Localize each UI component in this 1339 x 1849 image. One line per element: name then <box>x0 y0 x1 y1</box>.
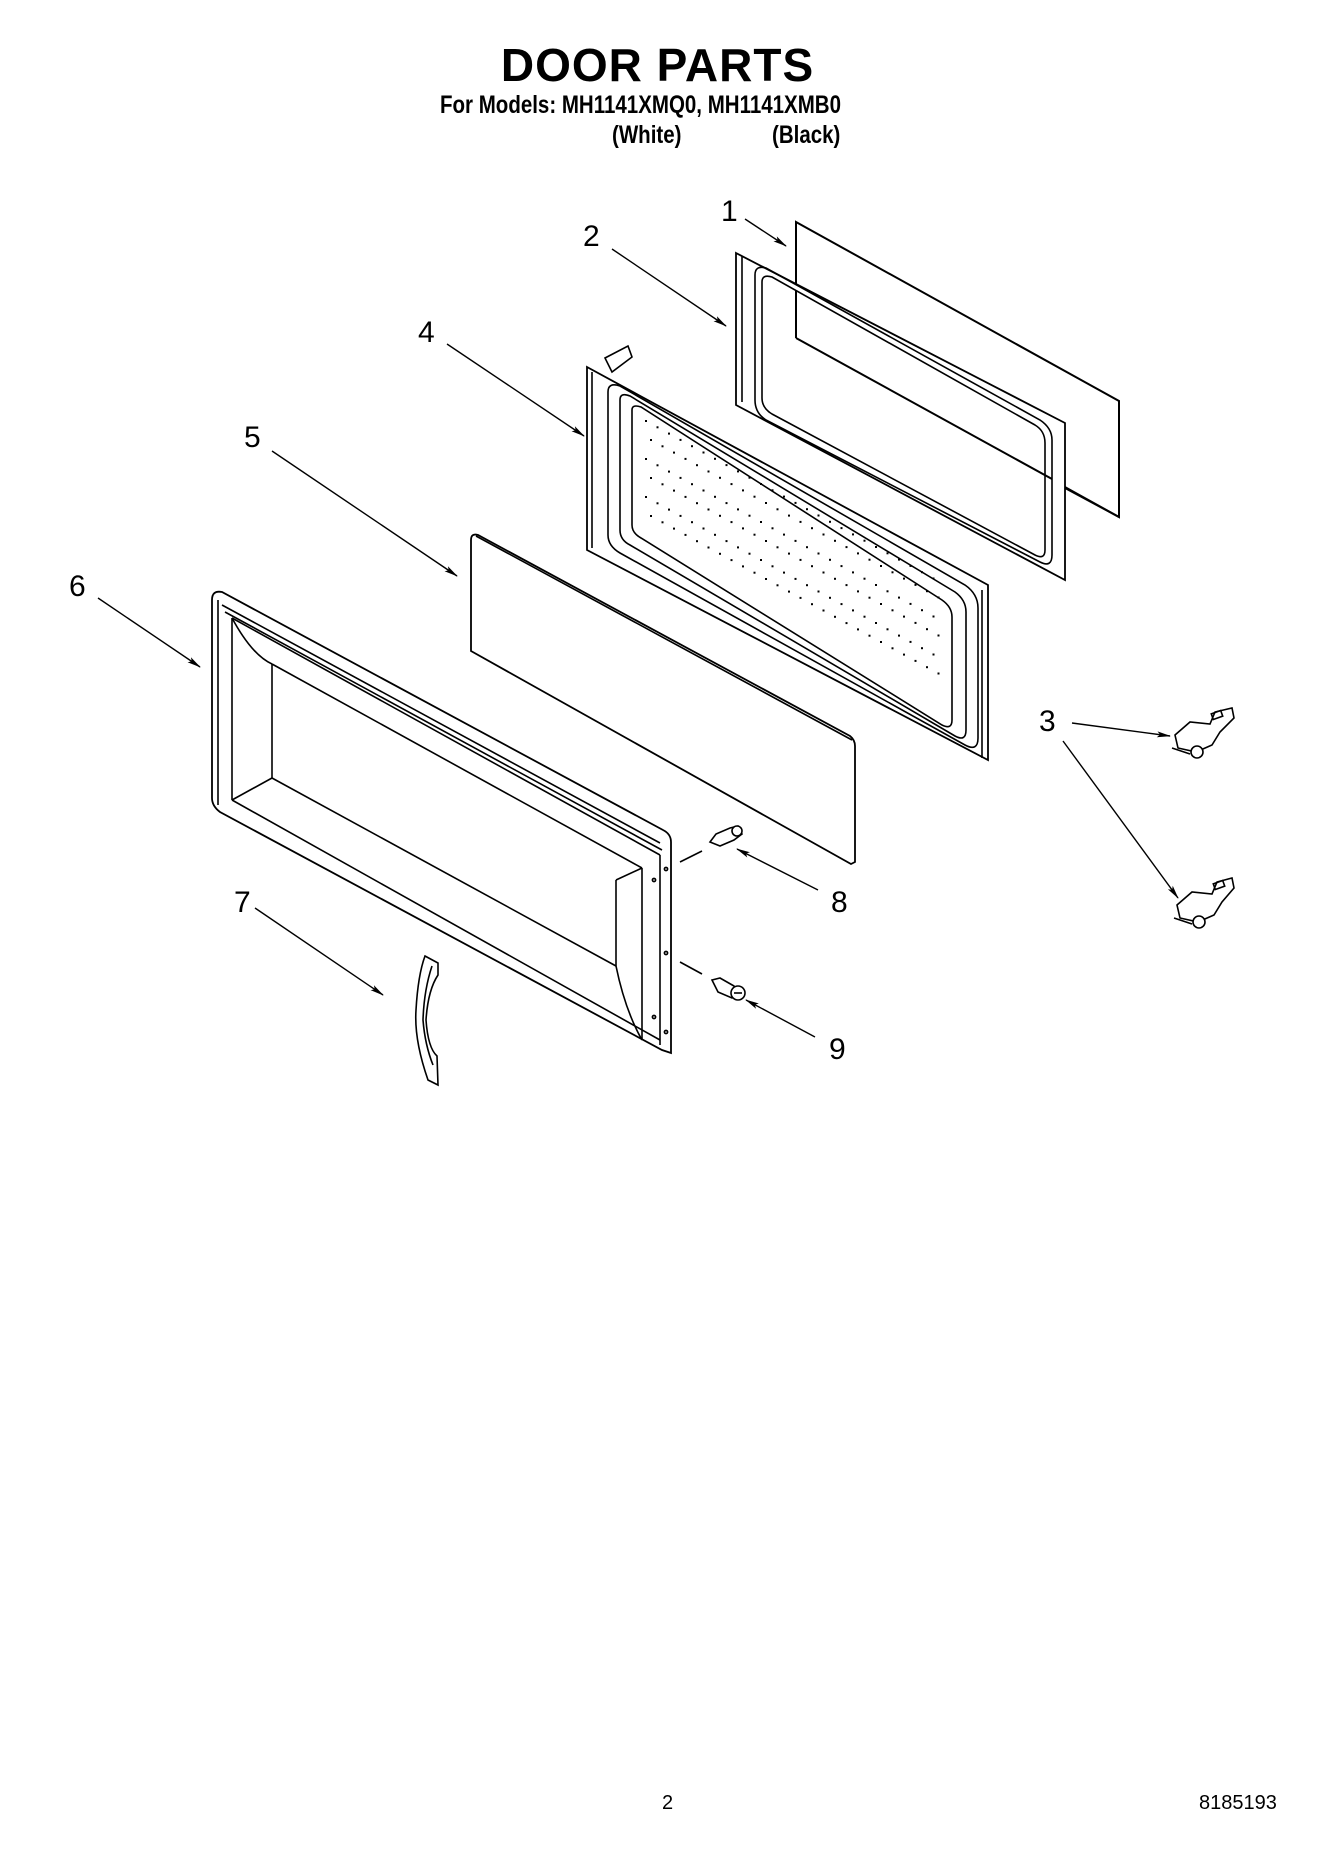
callout-7: 7 <box>234 886 251 919</box>
callout-5: 5 <box>244 421 261 454</box>
part-3-latch-hook-upper <box>1171 707 1235 759</box>
callout-9: 9 <box>829 1033 846 1066</box>
leader-6 <box>97 597 201 668</box>
leader-8 <box>736 848 819 891</box>
leader-1 <box>744 218 787 247</box>
page-title: DOOR PARTS <box>0 38 1339 92</box>
part-8-screw <box>679 825 744 863</box>
callout-8: 8 <box>831 886 848 919</box>
part-9-screw <box>679 961 746 1001</box>
leader-lines <box>97 218 1179 1038</box>
leader-5 <box>271 450 458 577</box>
color-label-white: (White) <box>612 121 682 149</box>
leader-4 <box>446 343 585 437</box>
callout-2: 2 <box>583 220 600 253</box>
part-6-door-frame <box>211 590 672 1055</box>
perforation-pattern <box>645 420 940 675</box>
callout-1: 1 <box>721 195 738 228</box>
callout-4: 4 <box>418 316 435 349</box>
part-4-inner-door-panel <box>586 344 989 762</box>
page-number: 2 <box>662 1792 674 1814</box>
document-number: 8185193 <box>1199 1792 1277 1814</box>
part-5-window-panel <box>470 533 856 866</box>
callout-6: 6 <box>69 570 86 603</box>
page-title-text: DOOR PARTS <box>500 39 815 91</box>
callout-3: 3 <box>1039 705 1056 738</box>
leader-3b <box>1062 740 1179 899</box>
color-label-black: (Black) <box>772 121 841 149</box>
leader-2 <box>611 248 727 327</box>
part-2-choke-frame <box>735 251 1120 582</box>
part-7-door-handle <box>414 954 439 1087</box>
part-3-latch-hook-lower <box>1173 877 1235 929</box>
leader-9 <box>745 999 816 1038</box>
leader-7 <box>254 907 384 996</box>
leader-3a <box>1071 722 1171 738</box>
models-line: For Models: MH1141XMQ0, MH1141XMB0 <box>440 91 842 119</box>
